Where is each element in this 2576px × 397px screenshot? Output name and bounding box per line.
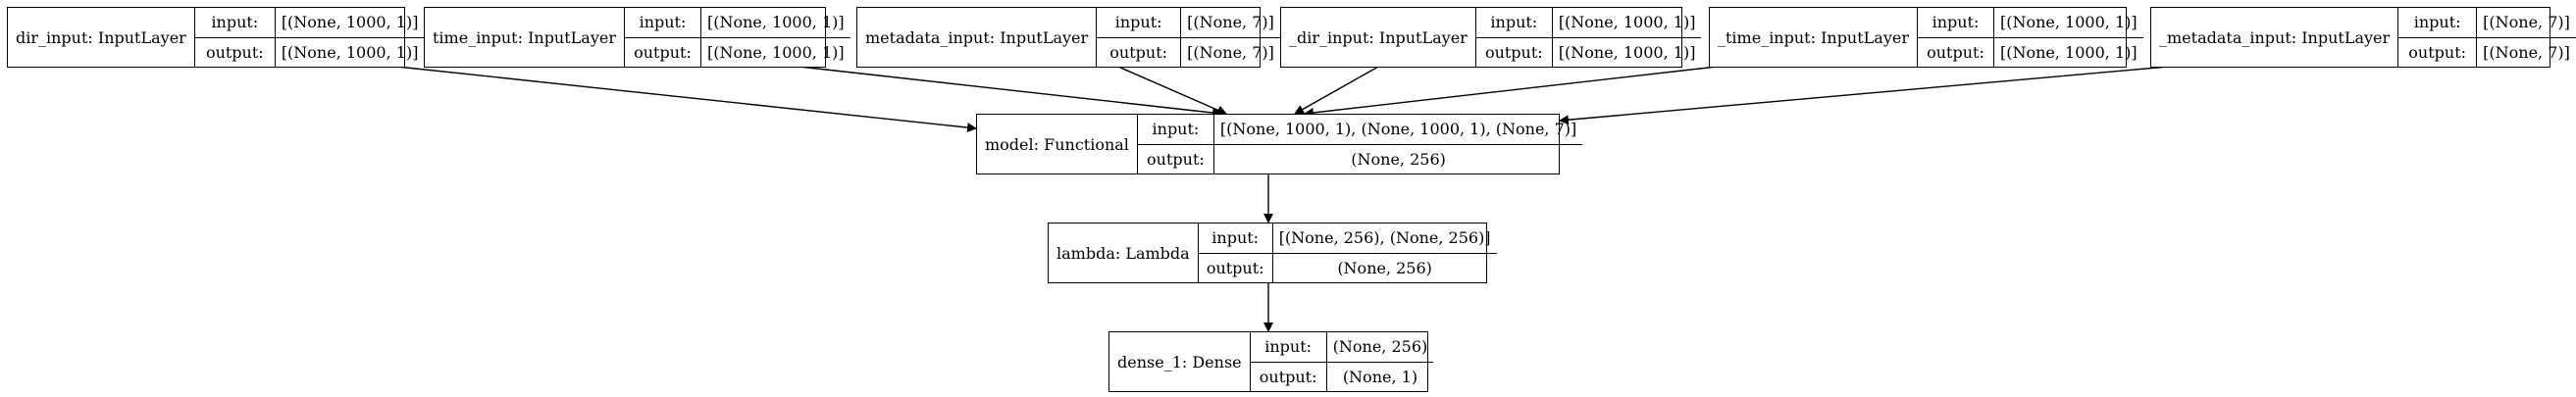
input-row: input: (None, 256)	[1251, 332, 1434, 362]
io-table: input: [(None, 1000, 1), (None, 1000, 1)…	[1137, 115, 1583, 174]
output-key: output:	[1918, 37, 1994, 67]
input-value: (None, 256)	[1332, 337, 1428, 357]
input-key: input:	[1251, 332, 1327, 362]
io-table: input: [(None, 1000, 1)] output: [(None,…	[624, 8, 850, 67]
input-key: input:	[2398, 8, 2478, 37]
input-row: input: [(None, 1000, 1)]	[625, 8, 850, 37]
node-label: metadata_input: InputLayer	[857, 8, 1098, 67]
input-value: [(None, 7)]	[1187, 13, 1274, 32]
io-table: input: [(None, 1000, 1)] output: [(None,…	[194, 8, 425, 67]
output-value: [(None, 1000, 1)]	[281, 42, 419, 62]
io-table: input: [(None, 1000, 1)] output: [(None,…	[1917, 8, 2143, 67]
output-key: output:	[625, 37, 701, 67]
input-key: input:	[1476, 8, 1553, 37]
output-key: output:	[1476, 37, 1553, 67]
input-row: input: [(None, 7)]	[1097, 8, 1280, 37]
input-value: [(None, 1000, 1)]	[1558, 13, 1696, 32]
node-model: model: Functional input: [(None, 1000, 1…	[976, 114, 1583, 174]
output-value: [(None, 1000, 1)]	[1999, 42, 2138, 62]
input-row: input: [(None, 1000, 1), (None, 1000, 1)…	[1138, 115, 1582, 144]
node-label: dense_1: Dense	[1109, 332, 1251, 391]
input-key: input:	[1918, 8, 1994, 37]
input-value: [(None, 1000, 1)]	[1999, 13, 2138, 32]
input-row: input: [(None, 1000, 1)]	[195, 8, 425, 37]
edge-dir-input-to-model	[396, 66, 977, 133]
input-value: [(None, 256), (None, 256)]	[1278, 228, 1491, 248]
output-value: [(None, 1000, 1)]	[1558, 42, 1696, 62]
input-value: [(None, 7)]	[2483, 13, 2570, 32]
edge-time-input-to-model	[799, 66, 1222, 118]
node-private-time-input: _time_input: InputLayer input: [(None, 1…	[1709, 7, 2143, 68]
output-key: output:	[2398, 37, 2478, 67]
node-private-dir-input: _dir_input: InputLayer input: [(None, 10…	[1280, 7, 1702, 68]
node-label: _dir_input: InputLayer	[1281, 8, 1476, 67]
output-key: output:	[1138, 144, 1214, 174]
input-row: input: [(None, 256), (None, 256)]	[1199, 223, 1497, 253]
input-key: input:	[1199, 223, 1273, 253]
output-key: output:	[1097, 37, 1182, 67]
node-dir-input: dir_input: InputLayer input: [(None, 100…	[7, 7, 425, 68]
output-key: output:	[1199, 253, 1273, 282]
node-lambda: lambda: Lambda input: [(None, 256), (Non…	[1048, 223, 1497, 283]
input-key: input:	[195, 8, 276, 37]
input-value: [(None, 1000, 1), (None, 1000, 1), (None…	[1219, 120, 1577, 139]
edge--metadata-input-to-model	[1559, 66, 2169, 125]
output-row: output: [(None, 1000, 1)]	[1917, 36, 2143, 67]
io-table: input: [(None, 7)] output: [(None, 7)]	[1097, 8, 1280, 67]
node-metadata-input: metadata_input: InputLayer input: [(None…	[856, 7, 1280, 68]
input-key: input:	[625, 8, 701, 37]
node-label: model: Functional	[977, 115, 1138, 174]
input-row: input: [(None, 7)]	[2398, 8, 2576, 37]
node-dense-1: dense_1: Dense input: (None, 256) output…	[1108, 331, 1434, 392]
node-label: _metadata_input: InputLayer	[2151, 8, 2399, 67]
node-label: _time_input: InputLayer	[1710, 8, 1918, 67]
node-label: dir_input: InputLayer	[8, 8, 195, 67]
output-value: [(None, 7)]	[2483, 42, 2570, 62]
io-table: input: [(None, 1000, 1)] output: [(None,…	[1475, 8, 1702, 67]
input-row: input: [(None, 1000, 1)]	[1476, 8, 1702, 37]
output-value: (None, 1)	[1342, 367, 1418, 386]
output-value: [(None, 7)]	[1187, 42, 1274, 62]
output-value: (None, 256)	[1351, 149, 1446, 169]
input-key: input:	[1138, 115, 1214, 144]
io-table: input: (None, 256) output: (None, 1)	[1250, 332, 1434, 391]
output-row: output: (None, 1)	[1250, 361, 1434, 391]
edge--time-input-to-model	[1304, 66, 1718, 118]
output-row: output: [(None, 1000, 1)]	[624, 36, 850, 67]
node-label: lambda: Lambda	[1049, 223, 1199, 282]
node-label: time_input: InputLayer	[425, 8, 625, 67]
output-row: output: [(None, 7)]	[2398, 36, 2576, 67]
output-row: output: (None, 256)	[1137, 143, 1583, 174]
output-value: [(None, 1000, 1)]	[706, 42, 845, 62]
edge-metadata-input-to-model	[1117, 66, 1227, 115]
output-row: output: [(None, 1000, 1)]	[194, 36, 425, 67]
output-value: (None, 256)	[1337, 258, 1432, 277]
input-value: [(None, 1000, 1)]	[281, 13, 419, 32]
output-row: output: (None, 256)	[1198, 252, 1497, 282]
output-key: output:	[195, 37, 276, 67]
output-row: output: [(None, 1000, 1)]	[1475, 36, 1702, 67]
input-key: input:	[1097, 8, 1182, 37]
output-key: output:	[1251, 362, 1327, 391]
node-private-metadata-input: _metadata_input: InputLayer input: [(Non…	[2150, 7, 2576, 68]
io-table: input: [(None, 7)] output: [(None, 7)]	[2398, 8, 2576, 67]
input-value: [(None, 1000, 1)]	[706, 13, 845, 32]
io-table: input: [(None, 256), (None, 256)] output…	[1198, 223, 1497, 282]
output-row: output: [(None, 7)]	[1097, 36, 1280, 67]
input-row: input: [(None, 1000, 1)]	[1918, 8, 2143, 37]
edge--dir-input-to-model	[1294, 66, 1379, 115]
node-time-input: time_input: InputLayer input: [(None, 10…	[424, 7, 850, 68]
